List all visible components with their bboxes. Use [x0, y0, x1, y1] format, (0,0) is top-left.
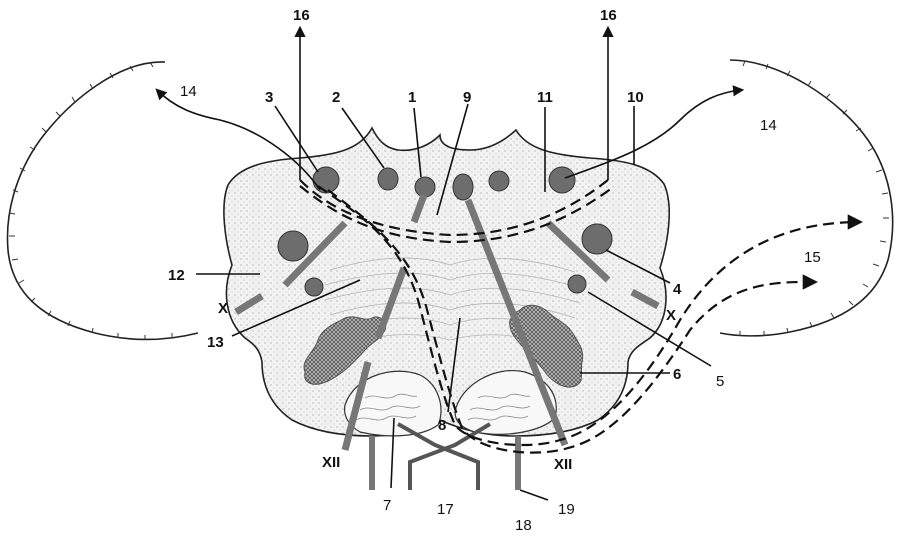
nucleus-right-small: [489, 171, 509, 191]
label-19: 19: [558, 501, 575, 518]
nucleus-left-large: [278, 231, 308, 261]
label-15: 15: [804, 249, 821, 266]
label-16-left: 16: [293, 7, 310, 24]
label-3: 3: [265, 89, 273, 106]
label-x-right: X: [666, 307, 676, 324]
label-6: 6: [673, 366, 681, 383]
label-x-left: X: [218, 300, 228, 317]
label-8: 8: [438, 417, 446, 434]
label-2: 2: [332, 89, 340, 106]
nucleus-5: [568, 275, 586, 293]
label-14-right: 14: [760, 117, 777, 134]
left-hemisphere-folia: [9, 62, 172, 340]
label-11: 11: [537, 89, 553, 106]
left-cerebellar-hemisphere: [7, 62, 198, 339]
label-16-right: 16: [600, 7, 617, 24]
label-5: 5: [716, 373, 724, 390]
nucleus-4: [582, 224, 612, 254]
label-12: 12: [168, 267, 185, 284]
label-10: 10: [627, 89, 644, 106]
nucleus-left-inner: [453, 174, 473, 200]
nucleus-left-small: [305, 278, 323, 296]
label-xii-left: XII: [322, 454, 340, 471]
label-13: 13: [207, 334, 224, 351]
nucleus-2: [378, 168, 398, 190]
label-xii-right: XII: [554, 456, 572, 473]
nucleus-11: [549, 167, 575, 193]
label-14-left: 14: [180, 83, 197, 100]
label-4: 4: [673, 281, 682, 298]
nucleus-1: [415, 177, 435, 197]
label-17: 17: [437, 501, 454, 518]
label-1: 1: [408, 89, 416, 106]
right-hemisphere-folia: [740, 61, 889, 336]
right-cerebellar-hemisphere: [720, 60, 893, 336]
label-18: 18: [515, 517, 532, 534]
label-9: 9: [463, 89, 471, 106]
label-7: 7: [383, 497, 391, 514]
